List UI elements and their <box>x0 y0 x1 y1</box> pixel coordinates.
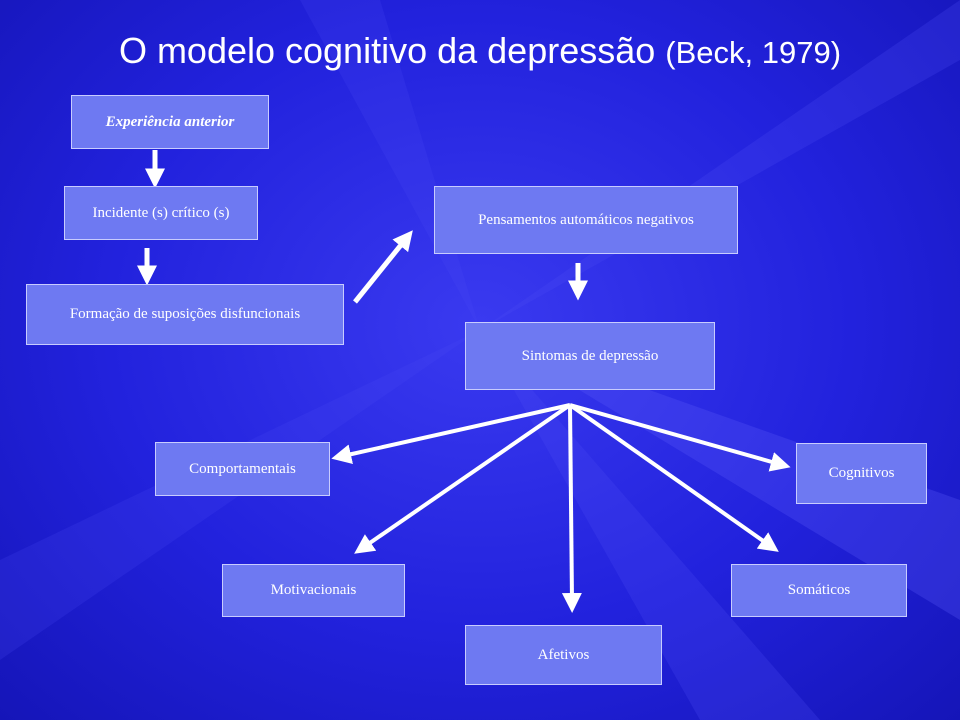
arrow-to-cognitivos <box>569 403 791 472</box>
node-cognitivos: Cognitivos <box>796 443 927 504</box>
node-comportamentais: Comportamentais <box>155 442 330 496</box>
node-experiencia-anterior: Experiência anterior <box>71 95 269 149</box>
node-formacao-suposicoes: Formação de suposições disfuncionais <box>26 284 344 345</box>
arrow-to-afetivos <box>561 404 582 613</box>
node-motivacionais: Motivacionais <box>222 564 405 617</box>
page-title: O modelo cognitivo da depressão (Beck, 1… <box>0 30 960 72</box>
arrow-to-comportamentais <box>331 403 571 465</box>
node-pensamentos-automaticos: Pensamentos automáticos negativos <box>434 186 738 254</box>
arrow-to-motivacionais <box>354 403 572 554</box>
node-somaticos: Somáticos <box>731 564 907 617</box>
title-citation: (Beck, 1979) <box>665 35 842 70</box>
node-afetivos: Afetivos <box>465 625 662 685</box>
node-incidente-critico: Incidente (s) crítico (s) <box>64 186 258 240</box>
arrow-to-somaticos <box>568 403 779 552</box>
node-sintomas-depressao: Sintomas de depressão <box>465 322 715 390</box>
title-main: O modelo cognitivo da depressão <box>118 30 656 71</box>
arrow-formacao-pensamentos <box>353 230 413 304</box>
